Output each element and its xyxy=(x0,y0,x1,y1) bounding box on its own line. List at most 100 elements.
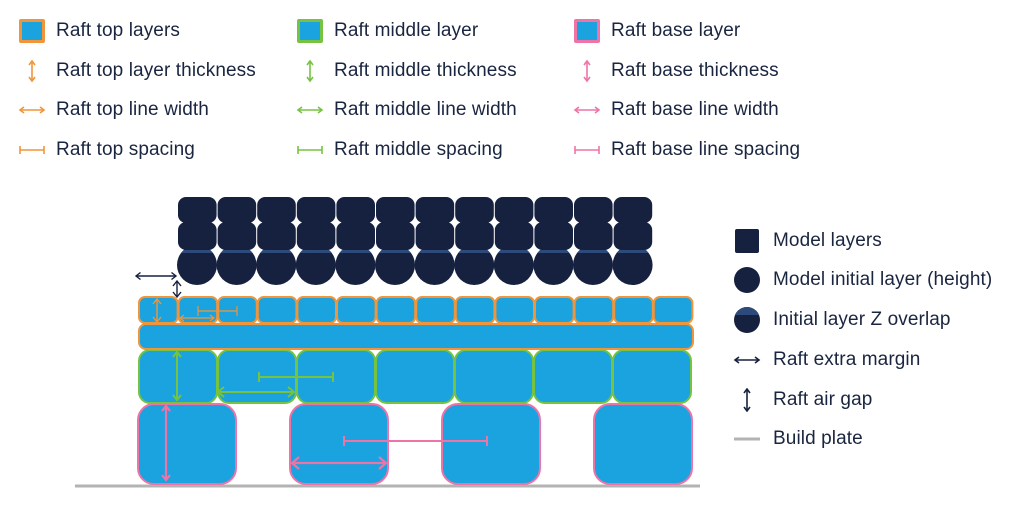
model-layer-line xyxy=(613,197,653,223)
model-initial-layer-line xyxy=(454,245,495,285)
legend-label: Raft middle spacing xyxy=(334,139,503,160)
model-layer-line xyxy=(296,197,336,223)
model-initial-layer-line xyxy=(493,245,534,285)
raft-top-line-width-arrow xyxy=(179,314,215,322)
model-initial-layer-line xyxy=(533,245,574,285)
legend-raft-top-line-width: Raft top line width xyxy=(18,98,209,122)
model-layer-line xyxy=(534,197,573,223)
model-layer-line xyxy=(494,222,534,250)
model-layer-line xyxy=(217,197,257,223)
model-initial-layer-line xyxy=(573,245,613,285)
orange-spacing-bracket-icon xyxy=(18,138,46,162)
legend-label: Build plate xyxy=(773,428,863,449)
raft-top-spacing-bracket xyxy=(197,306,238,316)
navy-vertical-arrow-icon xyxy=(733,388,761,412)
raft-top-line xyxy=(375,296,417,324)
orange-vertical-arrow-icon xyxy=(18,59,46,83)
legend-label: Raft middle line width xyxy=(334,99,517,120)
model-initial-layer-line xyxy=(295,245,336,285)
legend-raft-air-gap: Raft air gap xyxy=(733,388,872,412)
legend-label: Raft top spacing xyxy=(56,139,195,160)
legend-raft-middle-line-width: Raft middle line width xyxy=(296,98,517,122)
green-vertical-arrow-icon xyxy=(296,59,324,83)
raft-top-line xyxy=(494,296,535,324)
raft-top-line xyxy=(613,296,654,324)
legend-label: Raft top line width xyxy=(56,99,209,120)
legend-label: Model initial layer (height) xyxy=(773,269,993,290)
legend-label: Initial layer Z overlap xyxy=(773,309,951,330)
raft-top-line xyxy=(336,296,377,324)
navy-horizontal-arrow-icon xyxy=(733,348,761,372)
legend-label: Raft top layer thickness xyxy=(56,60,256,81)
raft-middle-line-width-arrow xyxy=(216,386,296,398)
model-layer-line xyxy=(257,222,296,250)
legend-model-initial-layer: Model initial layer (height) xyxy=(733,267,993,293)
legend-build-plate: Build plate xyxy=(733,427,863,451)
navy-circle-icon xyxy=(733,267,761,293)
model-layer-line xyxy=(178,222,217,250)
raft-extra-margin-arrow xyxy=(134,271,178,281)
raft-air-gap-arrow xyxy=(172,279,182,299)
legend-raft-base-line-width: Raft base line width xyxy=(573,98,779,122)
raft-top-line xyxy=(534,296,575,324)
model-layer-line xyxy=(415,222,455,250)
raft-middle-line xyxy=(375,349,455,404)
model-layer-line xyxy=(574,222,613,250)
legend-label: Raft top layers xyxy=(56,20,180,41)
legend-raft-base-thickness: Raft base thickness xyxy=(573,59,779,83)
raft-base-thickness-arrow xyxy=(161,404,171,482)
legend-label: Raft extra margin xyxy=(773,349,921,370)
legend-label: Raft base line spacing xyxy=(611,139,801,160)
model-initial-layer-line xyxy=(216,245,257,285)
raft-base-line-width-arrow xyxy=(290,456,388,470)
legend-raft-base-layer: Raft base layer xyxy=(573,19,740,43)
legend-model-layers: Model layers xyxy=(733,229,882,253)
model-layer-line xyxy=(336,197,375,223)
model-layer-line xyxy=(217,222,257,250)
raft-top-line xyxy=(573,296,615,324)
model-initial-layer-line xyxy=(375,245,415,285)
model-layer-line xyxy=(257,197,296,223)
legend-raft-extra-margin: Raft extra margin xyxy=(733,348,920,372)
raft-cross-section-diagram xyxy=(75,197,700,488)
green-spacing-bracket-icon xyxy=(296,138,324,162)
legend-initial-layer-z-overlap: Initial layer Z overlap xyxy=(733,307,951,333)
navy-square-icon xyxy=(733,229,761,253)
legend-label: Raft middle layer xyxy=(334,20,479,41)
model-initial-layer-line xyxy=(414,245,455,285)
raft-top-line xyxy=(454,296,496,324)
model-initial-layer-line xyxy=(256,245,297,285)
model-layer-line xyxy=(415,197,455,223)
raft-top-line xyxy=(296,296,337,324)
legend-raft-top-spacing: Raft top spacing xyxy=(18,138,195,162)
legend-label: Raft base layer xyxy=(611,20,741,41)
raft-middle-thickness-arrow xyxy=(172,350,182,402)
raft-base-line xyxy=(441,403,541,485)
orange-square-icon xyxy=(18,19,46,43)
model-layer-line xyxy=(376,222,415,250)
model-layer-line xyxy=(296,222,336,250)
raft-base-line xyxy=(593,403,693,485)
model-initial-layer-line xyxy=(335,245,376,285)
pink-horizontal-arrow-icon xyxy=(573,98,601,122)
model-layer-line xyxy=(574,197,613,223)
model-layer-line xyxy=(613,222,653,250)
legend-label: Raft middle thickness xyxy=(334,60,517,81)
model-layer-line xyxy=(455,222,494,250)
raft-base-spacing-bracket xyxy=(343,436,488,446)
model-initial-layer-line xyxy=(612,245,653,285)
raft-top-line xyxy=(652,296,694,324)
pink-vertical-arrow-icon xyxy=(573,59,601,83)
legend-label: Model layers xyxy=(773,230,882,251)
pink-square-icon xyxy=(573,19,601,43)
raft-top-layer-solid xyxy=(138,323,694,350)
raft-top-line xyxy=(256,296,298,324)
legend-raft-top-thickness: Raft top layer thickness xyxy=(18,59,256,83)
green-square-icon xyxy=(296,19,324,43)
raft-middle-line xyxy=(533,349,613,404)
raft-middle-spacing-bracket xyxy=(258,372,334,382)
raft-middle-line xyxy=(612,349,692,404)
model-layer-line xyxy=(178,197,217,223)
legend-label: Raft base line width xyxy=(611,99,779,120)
legend-raft-base-spacing: Raft base line spacing xyxy=(573,138,800,162)
